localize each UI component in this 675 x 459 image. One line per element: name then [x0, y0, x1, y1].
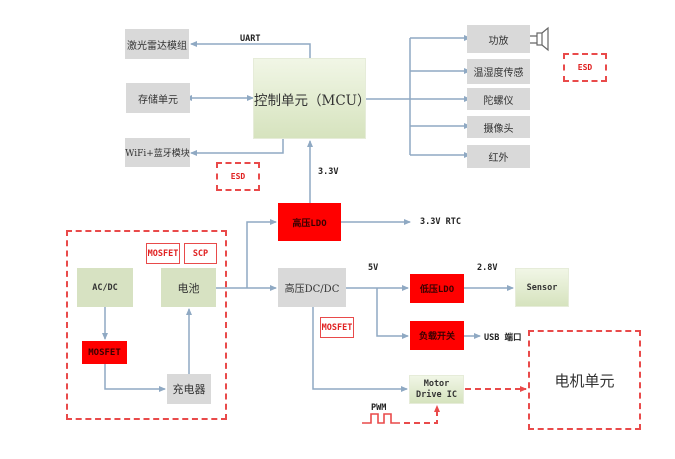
wire-uart: [190, 41, 311, 59]
wire-motor: [312, 307, 408, 392]
camera-box: 摄像头: [467, 116, 530, 138]
charger-box: 充电器: [167, 374, 211, 404]
usb-port-label: USB 端口: [484, 333, 522, 343]
sensor-box: Sensor: [515, 268, 569, 307]
v33-rtc-label: 3.3V RTC: [420, 217, 461, 227]
v28-label: 2.8V: [477, 263, 498, 273]
mosfet-tag-label: MOSFET: [147, 248, 179, 259]
sensor-label: Sensor: [526, 282, 558, 293]
charging-block: [66, 230, 227, 420]
hv-ldo-box: 高压LDO: [278, 203, 341, 241]
temp-humidity-box: 温湿度传感: [467, 59, 530, 84]
esd-label: ESD: [230, 172, 246, 181]
scp-tag: SCP: [184, 243, 217, 264]
esd-label: ESD: [577, 63, 593, 72]
load-switch-label: 负载开关: [418, 332, 455, 342]
v5-label: 5V: [368, 263, 379, 273]
acdc-label: AC/DC: [92, 282, 118, 293]
acdc-box: AC/DC: [77, 268, 133, 307]
mosfet-tag: MOSFET: [146, 243, 180, 264]
lv-ldo-box: 低压LDO: [410, 274, 464, 303]
wifi-bt-label: WiFi+蓝牙模块: [125, 149, 190, 159]
mosfet-label: MOSFET: [88, 347, 121, 358]
charger-label: 充电器: [172, 383, 206, 396]
gyroscope-box: 陀螺仪: [467, 88, 530, 110]
storage-unit: 存储单元: [126, 83, 190, 113]
wifi-bt-module: WiFi+蓝牙模块: [125, 138, 190, 167]
wire-mosfet-charger: [104, 364, 166, 392]
infrared-label: 红外: [488, 153, 509, 164]
motor-drive-line1: Motor: [423, 378, 450, 389]
lv-ldo-label: 低压LDO: [419, 285, 455, 295]
laser-radar-label: 激光雷达模组: [127, 40, 187, 52]
hv-dcdc-label: 高压DC/DC: [284, 284, 340, 295]
uart-label: UART: [240, 34, 261, 44]
mcu-box: 控制单元（MCU）: [253, 58, 371, 139]
wire-pwm: [404, 405, 440, 424]
hv-ldo-label: 高压LDO: [292, 218, 327, 229]
load-switch-box: 负载开关: [410, 321, 464, 350]
storage-label: 存储单元: [138, 94, 178, 106]
battery-label: 电池: [177, 281, 200, 295]
mosfet-box: MOSFET: [82, 341, 127, 364]
scp-tag-label: SCP: [192, 248, 209, 259]
pwm-label: PWM: [371, 403, 387, 413]
mosfet-tag-mid: MOSFET: [320, 317, 354, 338]
speaker-icon: [530, 26, 549, 52]
esd-box-right: ESD: [563, 53, 607, 82]
temp-humidity-label: 温湿度传感: [473, 68, 524, 79]
motor-unit-label: 电机单元: [554, 371, 615, 390]
hv-dcdc-box: 高压DC/DC: [278, 268, 346, 307]
amplifier-box: 功放: [467, 25, 530, 53]
motor-unit-box: 电机单元: [528, 330, 641, 430]
motor-drive-line2: Drive IC: [416, 389, 457, 400]
mcu-label: 控制单元（MCU）: [254, 92, 371, 109]
amplifier-label: 功放: [488, 35, 509, 47]
mosfet-mid-label: MOSFET: [321, 322, 353, 333]
wire-wifi: [190, 139, 284, 156]
esd-box-left: ESD: [216, 162, 260, 191]
laser-radar-module: 激光雷达模组: [125, 29, 189, 59]
v33-label: 3.3V: [318, 167, 339, 177]
pwm-waveform-icon: [362, 413, 400, 424]
gyroscope-label: 陀螺仪: [483, 95, 514, 107]
battery-box: 电池: [161, 268, 216, 307]
camera-label: 摄像头: [483, 123, 514, 135]
motor-drive-ic-box: Motor Drive IC: [409, 375, 464, 404]
infrared-box: 红外: [467, 145, 530, 168]
